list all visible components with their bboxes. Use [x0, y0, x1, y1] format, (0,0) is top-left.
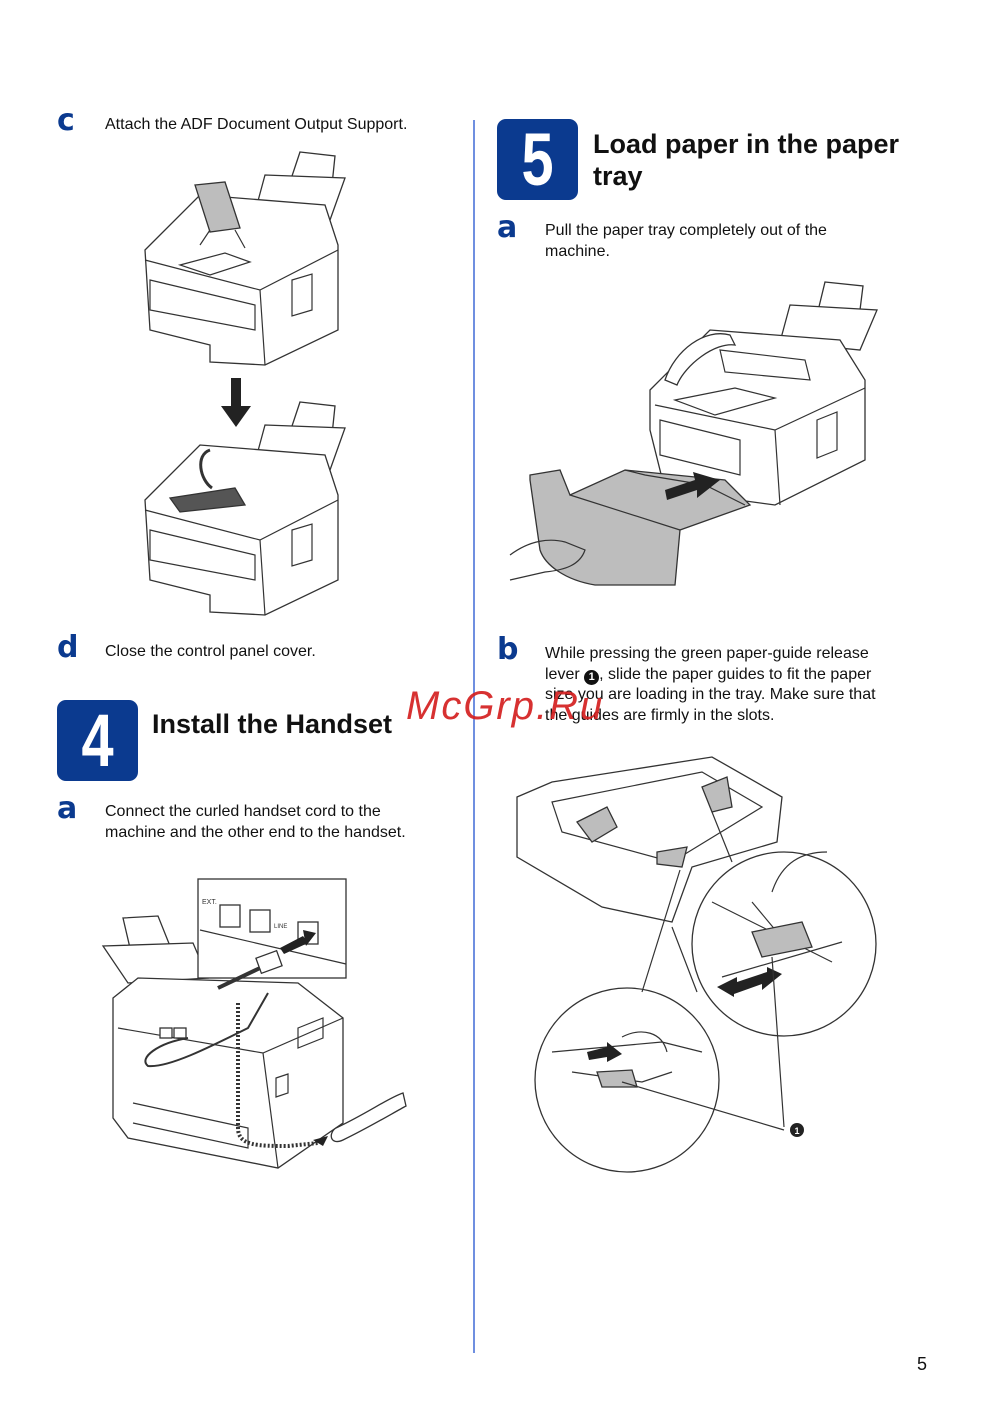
- pull-paper-tray-illustration: [509, 281, 878, 586]
- down-arrow-icon: [221, 378, 251, 427]
- step-letter-b: b: [497, 632, 519, 667]
- text-fragment: lever: [545, 665, 580, 683]
- jack-panel-inset: EXT. LINE: [197, 878, 347, 990]
- ext-jack-label: EXT.: [202, 899, 217, 906]
- text-line: Pull the paper tray completely out of th…: [545, 222, 827, 239]
- adf-output-support-illustration: [144, 151, 346, 616]
- fax-machine-closed-view: [144, 401, 346, 616]
- column-divider: [473, 120, 475, 1353]
- step-c-text: Attach the ADF Document Output Support.: [105, 116, 408, 133]
- step-letter-c: c: [57, 103, 75, 138]
- text-fragment: , slide the paper guides to fit the pape…: [599, 665, 872, 683]
- step-letter-d: d: [57, 630, 79, 665]
- text-line: the guides are firmly in the slots.: [545, 706, 775, 724]
- paper-guides-illustration: 1: [516, 756, 877, 1173]
- handset-connection-illustration: EXT. LINE: [101, 878, 407, 1169]
- section-title-install-handset: Install the Handset: [152, 709, 393, 739]
- text-line: lever 1, slide the paper guides to fit t…: [545, 665, 876, 686]
- step-number-badge-5: 5: [497, 119, 578, 200]
- text-line: machine.: [545, 242, 610, 260]
- step-number: 4: [81, 699, 114, 782]
- title-line: Load paper in the paper: [593, 129, 900, 159]
- title-line: tray: [593, 161, 643, 191]
- line-jack-label: LINE: [274, 924, 287, 930]
- page-number: 5: [917, 1354, 928, 1374]
- text-line: size you are loading in the tray. Make s…: [545, 686, 876, 703]
- callout-label-1: 1: [794, 1126, 799, 1136]
- step-number: 5: [521, 118, 554, 201]
- step-number-badge-4: 4: [57, 700, 138, 781]
- step-5a-text: Pull the paper tray completely out of th…: [545, 221, 827, 262]
- watermark: McGrp.Ru: [406, 684, 605, 728]
- callout-number-1: 1: [584, 669, 600, 685]
- fax-machine-top-view: [144, 151, 346, 366]
- section-title-load-paper: Load paper in the paper tray: [593, 128, 899, 192]
- step-4a-text: Connect the curled handset cord to the m…: [105, 802, 406, 843]
- step-letter-a: a: [497, 210, 518, 245]
- text-line: Connect the curled handset cord to the: [105, 803, 381, 820]
- text-line: machine and the other end to the handset…: [105, 823, 406, 841]
- step-d-text: Close the control panel cover.: [105, 643, 316, 660]
- text-line: While pressing the green paper-guide rel…: [545, 645, 869, 662]
- step-5b-text: While pressing the green paper-guide rel…: [545, 644, 876, 726]
- step-letter-a: a: [57, 791, 78, 826]
